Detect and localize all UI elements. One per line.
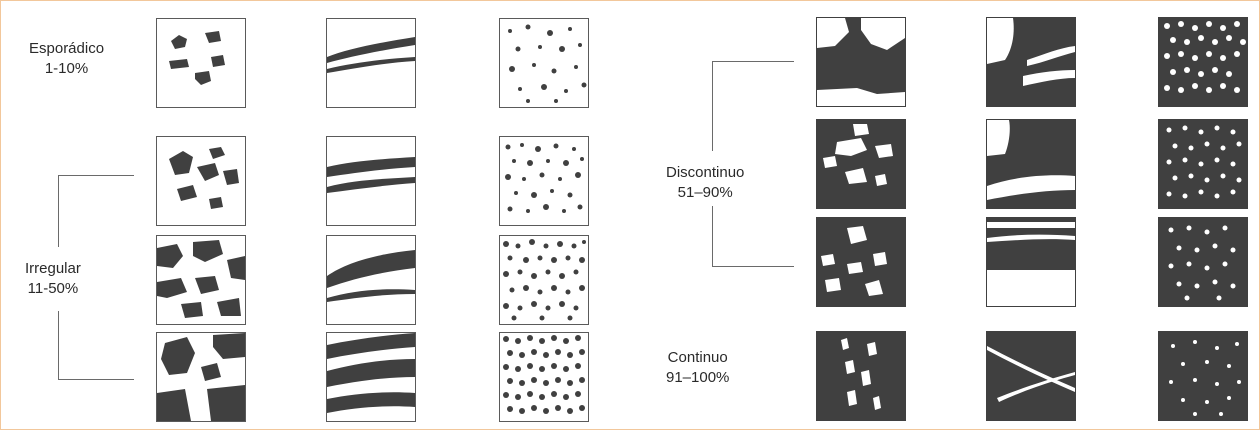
- category-name: Esporádico: [29, 40, 105, 57]
- label-irregular: Irregular 11-50%: [25, 259, 81, 299]
- tile-continuo-patches: [816, 331, 906, 421]
- tile-irregular-3-patches: [156, 332, 246, 422]
- tile-discontinuo-1-specks: [1158, 17, 1248, 107]
- tile-discontinuo-3-specks: [1158, 217, 1248, 307]
- tile-irregular-3-bands: [326, 332, 416, 422]
- tile-discontinuo-1-bands: [986, 17, 1076, 107]
- tile-irregular-2-bands: [326, 235, 416, 325]
- tile-discontinuo-2-bands: [986, 119, 1076, 209]
- tile-esporadico-specks: [499, 18, 589, 108]
- tile-discontinuo-3-patches: [816, 217, 906, 307]
- label-continuo: Continuo 91–100%: [666, 348, 729, 388]
- tile-irregular-2-patches: [156, 235, 246, 325]
- label-esporadico: Esporádico 1-10%: [29, 39, 104, 79]
- tile-discontinuo-2-patches: [816, 119, 906, 209]
- tile-esporadico-bands: [326, 18, 416, 108]
- tile-discontinuo-2-specks: [1158, 119, 1248, 209]
- tile-irregular-3-specks: [499, 332, 589, 422]
- tile-discontinuo-3-bands: [986, 217, 1076, 307]
- category-range: 51–90%: [677, 184, 733, 201]
- tile-esporadico-patches: [156, 18, 246, 108]
- category-range: 91–100%: [666, 369, 730, 386]
- tile-continuo-specks: [1158, 331, 1248, 421]
- category-name: Irregular: [25, 260, 81, 277]
- category-name: Discontinuo: [666, 164, 745, 181]
- label-discontinuo: Discontinuo 51–90%: [666, 163, 744, 203]
- tile-continuo-bands: [986, 331, 1076, 421]
- category-name: Continuo: [667, 349, 728, 366]
- tile-irregular-1-specks: [499, 136, 589, 226]
- tile-irregular-1-patches: [156, 136, 246, 226]
- tile-irregular-2-specks: [499, 235, 589, 325]
- tile-irregular-1-bands: [326, 136, 416, 226]
- category-range: 11-50%: [27, 280, 79, 297]
- category-range: 1-10%: [44, 60, 89, 77]
- tile-discontinuo-1-patches: [816, 17, 906, 107]
